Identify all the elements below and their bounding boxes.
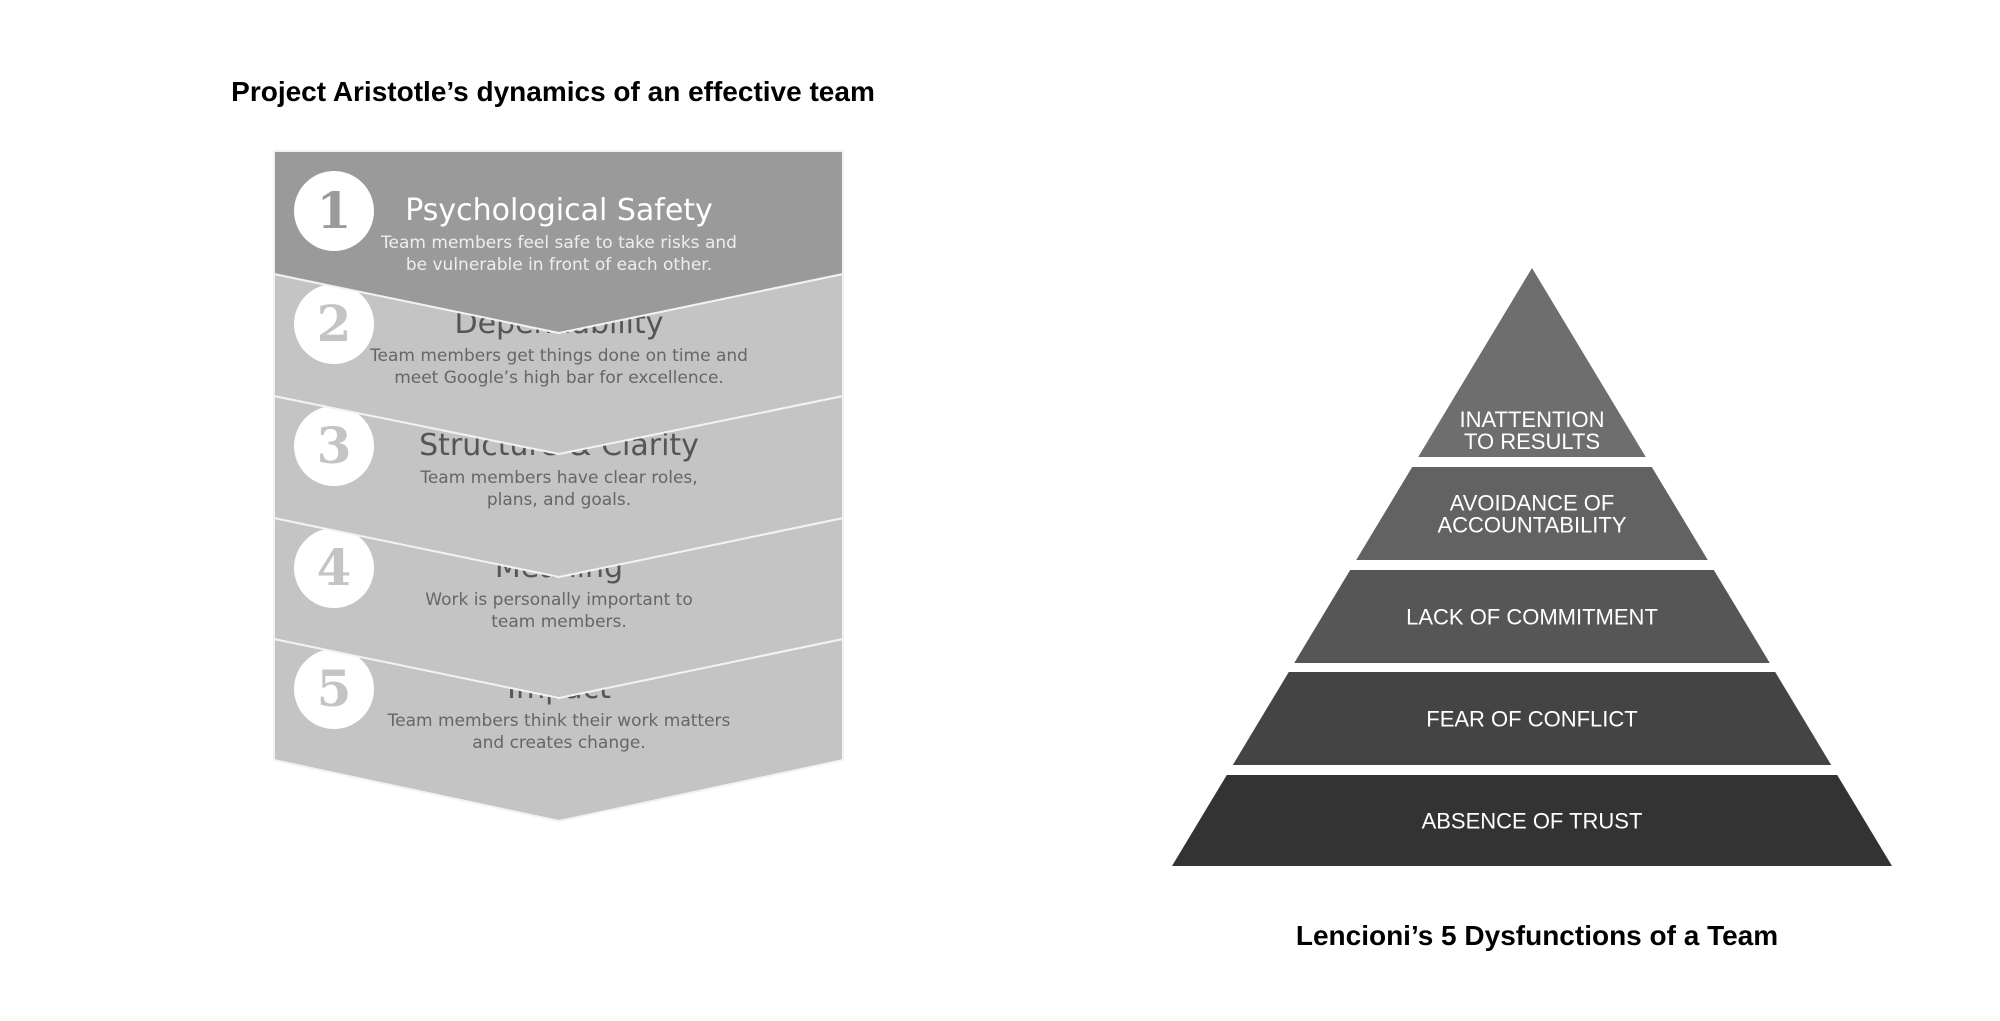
item-description-line: Team members get things done on time and <box>369 346 748 366</box>
item-description-line: meet Google’s high bar for excellence. <box>394 368 724 388</box>
item-description-line: Team members have clear roles, <box>419 468 697 488</box>
number-circle <box>294 649 374 729</box>
tier-label: ABSENCE OF TRUST <box>1422 809 1643 834</box>
item-description-line: and creates change. <box>472 733 646 753</box>
tier-label: LACK OF COMMITMENT <box>1406 605 1658 630</box>
item-number: 3 <box>317 416 352 475</box>
item-description-line: Team members think their work matters <box>387 711 731 731</box>
number-circle <box>294 406 374 486</box>
item-description-line: be vulnerable in front of each other. <box>406 255 712 275</box>
item-number: 5 <box>317 659 352 718</box>
chevron-band <box>273 150 844 335</box>
pyramid-tier-3: LACK OF COMMITMENT <box>1294 570 1770 663</box>
tier-label: INATTENTION <box>1459 407 1604 432</box>
number-circle <box>294 284 374 364</box>
item-description-line: Work is personally important to <box>425 590 693 610</box>
item-description-line: plans, and goals. <box>487 490 631 510</box>
pyramid-tier-4: FEAR OF CONFLICT <box>1232 672 1832 765</box>
item-heading: Psychological Safety <box>405 193 713 228</box>
item-description-line: team members. <box>491 612 627 632</box>
dynamic-item-4: 4MeaningWork is personally important tot… <box>273 516 844 700</box>
tier-shape <box>1356 467 1708 560</box>
item-number: 2 <box>317 294 352 353</box>
number-circle <box>294 171 374 251</box>
tier-label: ACCOUNTABILITY <box>1437 513 1626 538</box>
tier-label: TO RESULTS <box>1464 429 1600 454</box>
tier-shape <box>1294 570 1770 663</box>
tier-shape <box>1172 775 1892 866</box>
tier-label: FEAR OF CONFLICT <box>1426 707 1637 732</box>
tier-shape <box>1418 268 1646 457</box>
dynamic-item-2: 2DependabilityTeam members get things do… <box>273 272 844 456</box>
item-description-line: Team members feel safe to take risks and <box>380 233 737 253</box>
item-number: 1 <box>317 181 352 240</box>
left-diagram-title: Project Aristotle’s dynamics of an effec… <box>231 76 875 107</box>
tier-label: AVOIDANCE OF <box>1450 491 1615 516</box>
number-circle <box>294 528 374 608</box>
pyramid-tier-5: ABSENCE OF TRUST <box>1172 775 1892 866</box>
item-number: 4 <box>317 538 352 597</box>
tier-shape <box>1232 672 1832 765</box>
right-diagram-title: Lencioni’s 5 Dysfunctions of a Team <box>1295 920 1779 951</box>
